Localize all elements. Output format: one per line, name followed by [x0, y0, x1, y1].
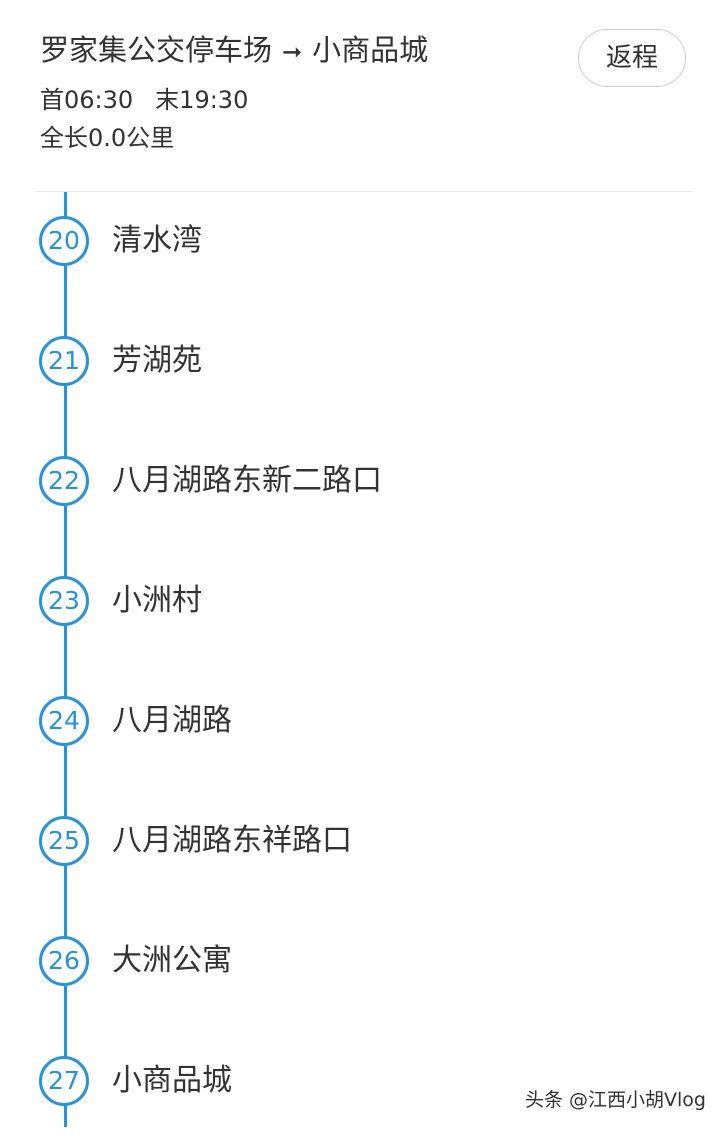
stop-item[interactable]: 22 八月湖路东新二路口: [0, 421, 720, 541]
stop-name: 八月湖路东祥路口: [112, 823, 352, 858]
stop-name: 小洲村: [112, 583, 202, 618]
stop-number-badge: 25: [39, 816, 89, 866]
stop-number-badge: 23: [39, 576, 89, 626]
route-length: 全长0.0公里: [40, 124, 175, 152]
stop-number-badge: 21: [39, 336, 89, 386]
stop-name: 清水湾: [112, 223, 202, 258]
stop-name: 八月湖路东新二路口: [112, 463, 382, 498]
return-trip-button[interactable]: 返程: [578, 29, 686, 87]
arrow-right-icon: ➞: [282, 38, 303, 66]
stop-name: 芳湖苑: [112, 343, 202, 378]
stop-name: 小商品城: [112, 1063, 232, 1098]
stop-number-badge: 27: [39, 1056, 89, 1106]
stop-item[interactable]: 24 八月湖路: [0, 661, 720, 781]
route-header: 罗家集公交停车场 ➞ 小商品城 首06:30 末19:30 全长0.0公里 返程: [0, 0, 720, 192]
stop-item[interactable]: 27 小商品城: [0, 1021, 720, 1141]
stop-item[interactable]: 23 小洲村: [0, 541, 720, 661]
route-origin: 罗家集公交停车场: [40, 33, 273, 67]
first-bus-time: 首06:30: [40, 86, 134, 114]
stop-number-badge: 26: [39, 936, 89, 986]
route-timeline-line: [64, 192, 67, 1127]
stop-item[interactable]: 20 清水湾: [0, 181, 720, 301]
stop-number-badge: 20: [39, 216, 89, 266]
watermark: 头条 @江西小胡Vlog: [524, 1089, 706, 1111]
stop-item[interactable]: 26 大洲公寓: [0, 901, 720, 1021]
stop-name: 八月湖路: [112, 703, 232, 738]
stop-number-badge: 24: [39, 696, 89, 746]
stop-list: 20 清水湾 21 芳湖苑 22 八月湖路东新二路口 23 小洲村 24 八月湖…: [0, 192, 720, 1127]
stop-item[interactable]: 21 芳湖苑: [0, 301, 720, 421]
service-times: 首06:30 末19:30: [40, 84, 248, 116]
stop-name: 大洲公寓: [112, 943, 232, 978]
stop-item[interactable]: 25 八月湖路东祥路口: [0, 781, 720, 901]
route-title: 罗家集公交停车场 ➞ 小商品城: [40, 30, 428, 72]
route-destination: 小商品城: [312, 33, 429, 67]
last-bus-time: 末19:30: [155, 86, 249, 114]
header-divider: [36, 191, 692, 192]
stop-number-badge: 22: [39, 456, 89, 506]
